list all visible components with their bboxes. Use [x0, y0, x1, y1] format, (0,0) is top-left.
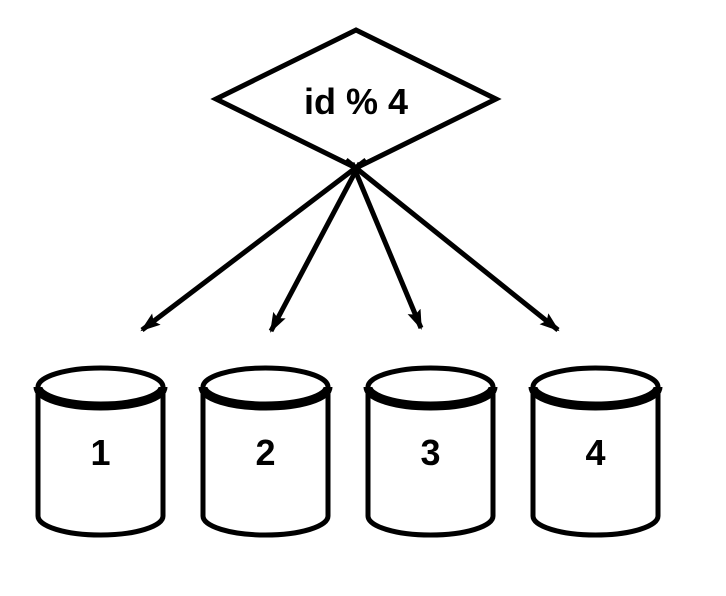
shard-label-1: 1: [90, 432, 110, 473]
cylinder-body: [530, 387, 661, 538]
cylinder-body: [365, 387, 496, 538]
arrow-to-shard-4: [344, 158, 560, 332]
arrow-to-shard-3: [349, 162, 424, 330]
arrow-to-shard-1: [140, 158, 368, 332]
shard-label-2: 2: [255, 432, 275, 473]
decision-node: id % 4: [210, 27, 502, 171]
edges: [140, 158, 560, 333]
decision-label: id % 4: [304, 81, 408, 122]
arrow-to-shard-2: [268, 161, 363, 333]
cylinder-body: [200, 387, 331, 538]
cylinder-body: [35, 387, 166, 538]
shard-label-3: 3: [420, 432, 440, 473]
shard-label-4: 4: [585, 432, 605, 473]
shard-cylinder-2: 2: [198, 365, 333, 538]
cylinder-band: [198, 386, 333, 411]
shard-cylinder-4: 4: [528, 365, 663, 538]
cylinder-band: [528, 386, 663, 411]
shard-cylinder-3: 3: [363, 365, 498, 538]
shard-cylinder-1: 1: [33, 365, 168, 538]
cylinder-band: [33, 386, 168, 411]
cylinder-band: [363, 386, 498, 411]
